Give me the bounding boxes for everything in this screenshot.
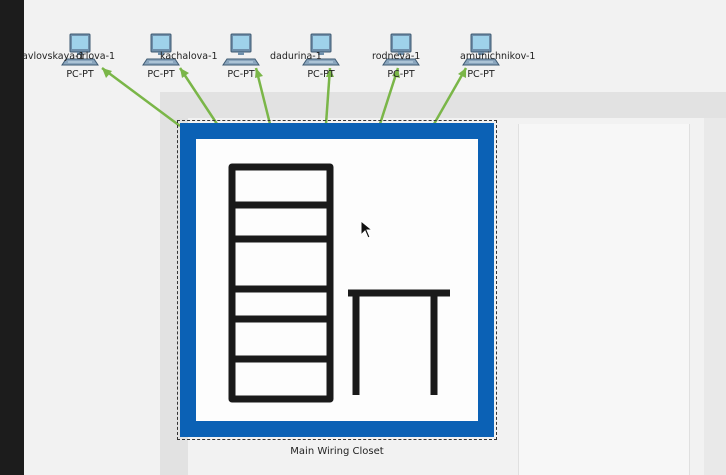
link-1-arrow <box>102 68 112 78</box>
rack-and-table-icon <box>228 163 450 403</box>
link-pc-4 <box>324 67 332 125</box>
link-pc-3 <box>254 67 272 125</box>
link-5-arrow <box>392 68 400 78</box>
wiring-closet-frame <box>180 123 494 437</box>
link-6-arrow <box>458 68 466 78</box>
pc-name-label-2: orlova-1 <box>76 51 116 62</box>
pc-icon <box>142 33 180 66</box>
pc-type-label: PC-PT <box>467 69 495 80</box>
pc-name-label-3: kachalova-1 <box>160 51 218 62</box>
pc-name-label-6: amunichnikov-1 <box>460 51 536 62</box>
workspace-panel-right <box>518 124 690 475</box>
pc-name-label-1: avlovskaya-1 <box>22 51 85 62</box>
pc-icon <box>462 33 500 66</box>
link-2-arrow <box>180 68 189 78</box>
link-4-arrow <box>326 68 334 77</box>
pc-device-1[interactable]: PC-PT <box>50 32 110 80</box>
link-pc-5 <box>378 67 400 125</box>
pc-icon <box>222 33 260 66</box>
pc-type-label: PC-PT <box>307 69 335 80</box>
pc-type-label: PC-PT <box>227 69 255 80</box>
wiring-closet-label: Main Wiring Closet <box>290 446 384 457</box>
wiring-closet[interactable] <box>177 120 497 440</box>
mouse-cursor-icon <box>360 220 374 239</box>
left-window-edge <box>0 0 24 475</box>
pc-type-label: PC-PT <box>147 69 175 80</box>
pc-icon <box>302 33 340 66</box>
link-pc-1 <box>101 66 181 128</box>
pc-device-5[interactable]: PC-PT <box>371 32 431 80</box>
pc-device-4[interactable]: PC-PT <box>291 32 351 80</box>
pc-device-3[interactable]: PC-PT <box>211 32 271 80</box>
workspace-edge-right <box>704 118 726 475</box>
link-pc-6 <box>432 67 468 125</box>
pc-type-label: PC-PT <box>66 69 94 80</box>
pc-name-label-4: dadurina-1 <box>270 51 322 62</box>
pc-device-2[interactable]: PC-PT <box>131 32 191 80</box>
pc-type-label: PC-PT <box>387 69 415 80</box>
pc-device-6[interactable]: PC-PT <box>451 32 511 80</box>
workspace-band-top <box>160 92 726 118</box>
pc-icon <box>61 33 99 66</box>
pc-icon <box>382 33 420 66</box>
link-pc-2 <box>178 67 219 125</box>
pc-name-label-5: rodneva-1 <box>372 51 421 62</box>
link-3-arrow <box>255 68 263 78</box>
wiring-closet-face <box>196 139 478 421</box>
